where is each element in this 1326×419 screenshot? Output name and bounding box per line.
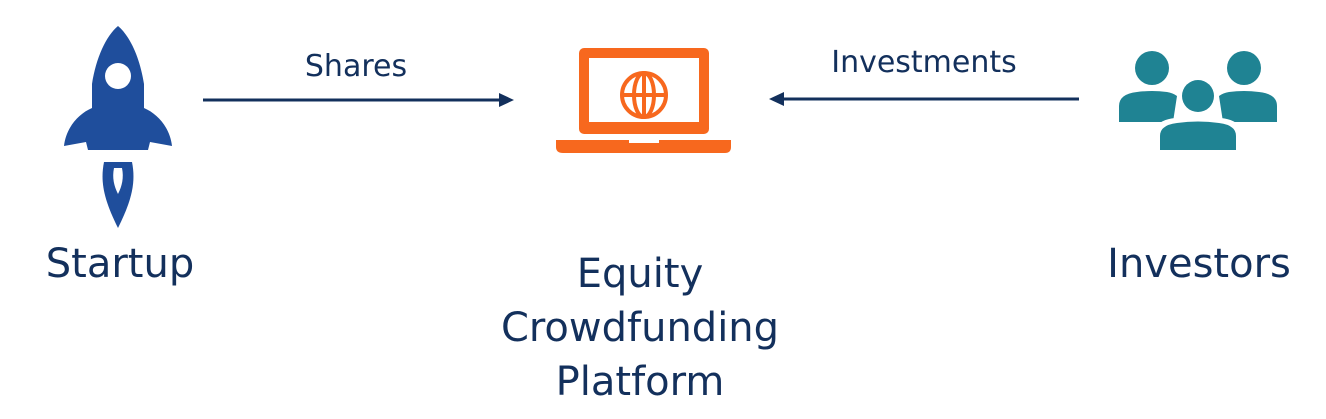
platform-label-line-3: Platform xyxy=(555,359,725,405)
laptop-globe-icon xyxy=(556,48,731,153)
investments-arrow xyxy=(769,92,1079,106)
platform-label-line-2: Crowdfunding xyxy=(500,305,780,351)
rocket-icon xyxy=(64,26,172,228)
startup-label: Startup xyxy=(45,241,195,287)
investors-label: Investors xyxy=(1107,241,1291,287)
shares-label: Shares xyxy=(304,49,408,84)
people-group-icon xyxy=(1119,51,1277,152)
platform-label-line-1: Equity xyxy=(576,251,704,297)
shares-arrow xyxy=(203,93,514,107)
platform-label: Equity Crowdfunding Platform xyxy=(470,247,810,409)
investments-label: Investments xyxy=(831,45,1017,80)
